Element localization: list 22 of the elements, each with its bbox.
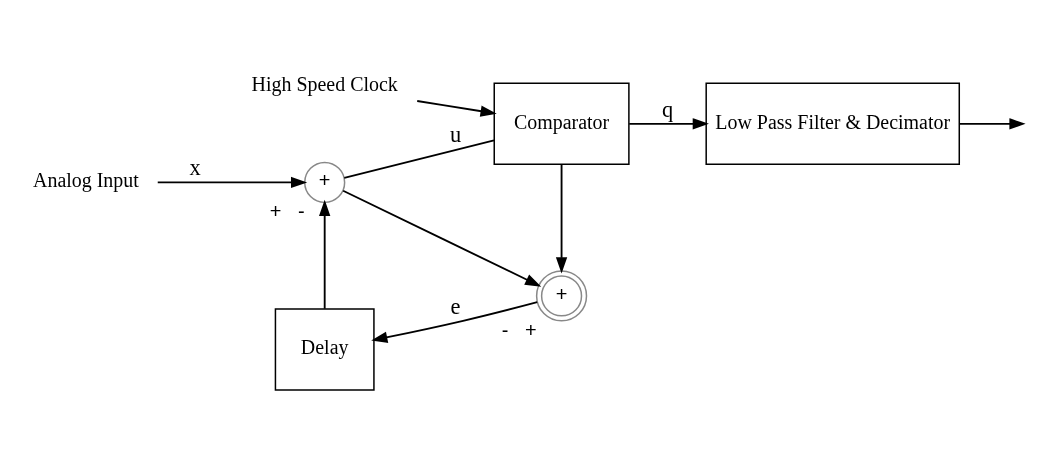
arrow: [958, 118, 1026, 130]
arrow: [342, 189, 542, 287]
edge-label: x: [189, 155, 201, 181]
arrow: [628, 118, 709, 130]
node-circle: +: [535, 270, 588, 322]
edge-label: u: [449, 121, 462, 147]
node-label: + -: [269, 200, 305, 223]
arrow: [319, 199, 331, 310]
node-label: - +: [501, 318, 537, 341]
arrow: [555, 163, 568, 274]
connector: [343, 139, 495, 179]
node-text: Analog Input: [33, 169, 139, 192]
edge-label: q: [661, 96, 674, 122]
node-box: Low Pass Filter & Decimator: [705, 82, 961, 166]
node-box: Comparator: [493, 82, 630, 166]
edge-label: e: [450, 293, 461, 319]
arrow: [416, 100, 497, 117]
arrow: [371, 301, 539, 343]
node-box: Delay: [274, 308, 375, 391]
arrow: [156, 176, 308, 189]
node-text: High Speed Clock: [251, 73, 398, 96]
node-circle: +: [304, 161, 346, 204]
